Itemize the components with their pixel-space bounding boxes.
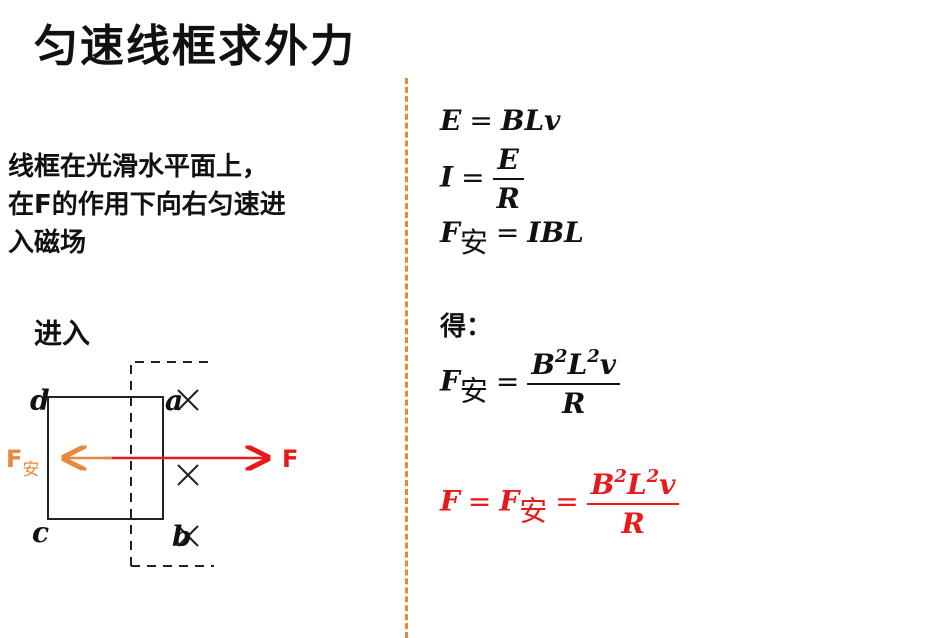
coil-diagram: d a c b F F安 — [6, 361, 298, 567]
current-lhs: I — [440, 160, 454, 194]
emf-op: = — [469, 104, 493, 137]
formula-ampere-force: F安=IBL — [440, 216, 584, 259]
description-line-1: 线框在光滑水平面上， — [8, 152, 269, 182]
corner-label-c: c — [32, 516, 49, 549]
field-cross-1 — [177, 389, 199, 411]
ampere-force-label: F安 — [6, 445, 39, 480]
force-label: F — [282, 445, 298, 473]
corner-label-d: d — [30, 384, 50, 417]
ampere-lhs: F — [440, 216, 460, 249]
description-line-2: 在F的作用下向右匀速进 — [8, 190, 286, 220]
corner-label-a: a — [165, 384, 183, 417]
ampere-rhs: IBL — [527, 216, 584, 249]
emf-lhs: E — [440, 104, 462, 137]
result-label: 得： — [440, 312, 493, 342]
current-op: = — [461, 160, 485, 194]
page-title: 匀速线框求外力 — [34, 21, 356, 72]
description-line-3: 入磁场 — [8, 228, 87, 258]
formula-emf: E=BLv — [440, 104, 560, 137]
diagram-heading: 进入 — [34, 317, 91, 350]
emf-rhs: BLv — [500, 104, 561, 137]
corner-label-b: b — [172, 520, 192, 553]
divider-line — [405, 78, 408, 638]
field-cross-2 — [177, 464, 199, 486]
problem-description: 线框在光滑水平面上， 在F的作用下向右匀速进 入磁场 — [8, 148, 368, 262]
field-cross-3 — [177, 525, 199, 547]
field-boundary — [130, 361, 214, 567]
